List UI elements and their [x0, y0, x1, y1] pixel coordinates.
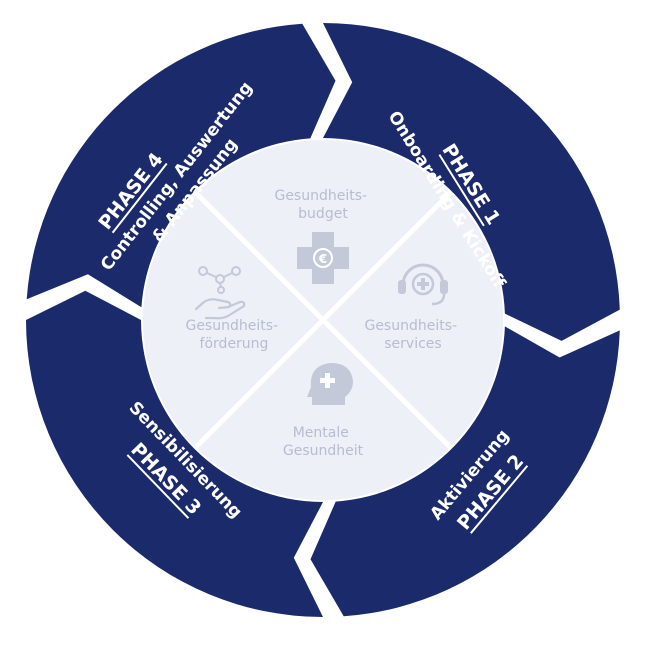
ring-segments: [26, 23, 620, 617]
medical-cross-euro-icon: €: [297, 232, 349, 284]
phase-2-segment: [310, 326, 620, 617]
mental-label: Mentale Gesundheit: [283, 425, 364, 459]
services-label: Gesundheits- services: [364, 318, 461, 352]
inner-divider-b: [194, 191, 452, 449]
svg-text:€: €: [318, 252, 327, 266]
foerderung-label: Gesundheits- förderung: [185, 318, 282, 352]
budget-label: Gesundheits- budget: [274, 188, 371, 222]
phase-3-segment: [26, 290, 323, 617]
phase-1-segment: [323, 23, 620, 341]
hand-molecule-icon: [194, 266, 246, 320]
head-mental-health-icon: [307, 363, 353, 405]
headset-medical-icon: [398, 263, 448, 306]
phase-4-segment: [26, 23, 336, 308]
inner-labels: Gesundheits- budget Gesundheits- service…: [185, 188, 461, 459]
inner-circle: [143, 140, 503, 500]
